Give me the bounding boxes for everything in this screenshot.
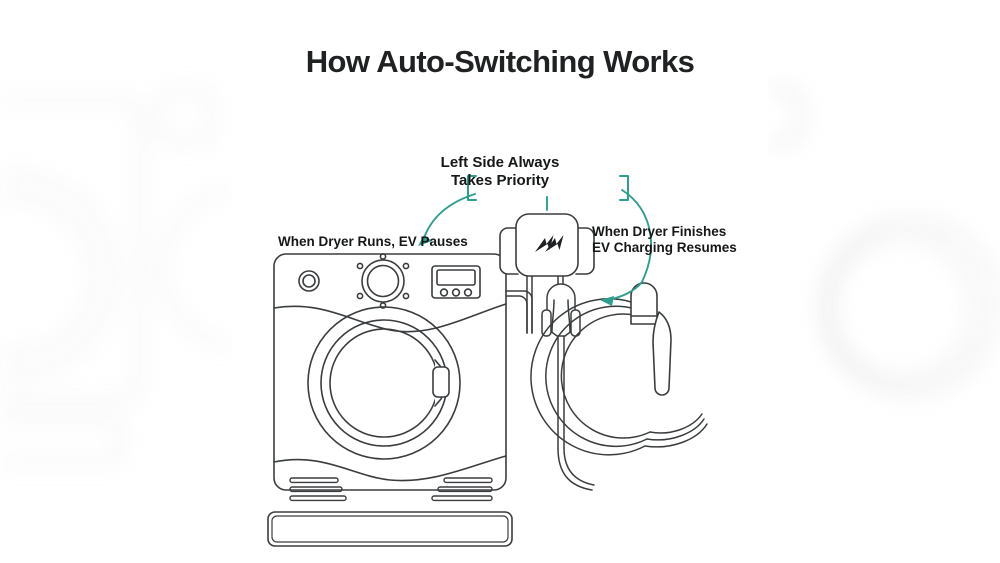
callout-dryer-finishes: When Dryer Finishes EV Charging Resumes	[592, 224, 737, 257]
display-screen	[431, 265, 481, 299]
page-title: How Auto-Switching Works	[305, 44, 695, 79]
power-knob	[298, 270, 320, 292]
double-lightning-bolt-logo	[535, 235, 564, 252]
wall-hanger	[630, 282, 672, 396]
coiled-cable	[530, 298, 708, 456]
ev-cable	[541, 275, 595, 491]
bracket-right-icon	[619, 175, 629, 201]
clothes-dryer	[267, 253, 513, 547]
callout-dryer-runs-line1: When Dryer Runs, EV Pauses	[278, 234, 468, 249]
vent-slots	[289, 477, 493, 502]
blurred-backdrop-left	[0, 0, 232, 563]
callout-dryer-finishes-line1: When Dryer Finishes	[592, 224, 727, 239]
callout-priority: Left Side Always Takes Priority	[232, 154, 768, 191]
priority-brackets	[467, 175, 629, 201]
pedestal-base	[267, 511, 513, 547]
dryer-door	[307, 306, 461, 460]
callout-arrows	[418, 175, 652, 306]
program-dial	[356, 253, 410, 309]
bracket-left-icon	[467, 175, 477, 201]
auto-switching-illustration	[232, 0, 768, 563]
callout-priority-line1: Left Side Always	[440, 154, 560, 171]
illustration-card: How Auto-Switching Works	[232, 0, 768, 563]
blurred-backdrop-right	[768, 0, 1000, 563]
callout-dryer-runs: When Dryer Runs, EV Pauses	[278, 234, 468, 250]
callout-dryer-finishes-line2: EV Charging Resumes	[592, 240, 737, 256]
callout-priority-line2: Takes Priority	[450, 172, 550, 190]
arrow-to-ev-charger	[600, 189, 652, 306]
auto-switching-splitter	[499, 213, 595, 277]
